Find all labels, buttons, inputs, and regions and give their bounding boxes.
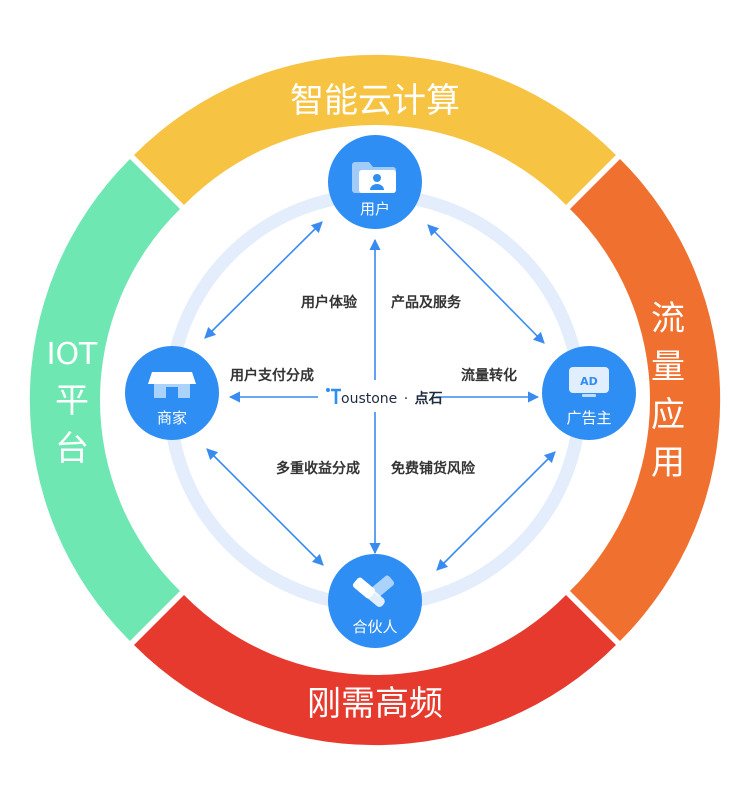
node-partner[interactable]: 合伙人 bbox=[328, 554, 422, 648]
user-folder-icon bbox=[352, 162, 396, 193]
ring-segment-right bbox=[570, 159, 721, 641]
node-partner-label: 合伙人 bbox=[352, 618, 397, 636]
ring-label-left-3: 台 bbox=[55, 429, 89, 469]
node-user[interactable]: 用户 bbox=[328, 135, 422, 229]
arrow-top-right bbox=[427, 224, 545, 344]
ring-label-right-3: 应 bbox=[651, 395, 685, 435]
node-user-label: 用户 bbox=[360, 200, 390, 218]
ring-segment-left bbox=[29, 159, 180, 641]
svg-text:AD: AD bbox=[580, 375, 598, 388]
node-advertiser-label: 广告主 bbox=[566, 409, 611, 427]
ring-label-left-2: 平 bbox=[55, 381, 89, 421]
ring-label-left-1: IOT bbox=[47, 337, 98, 372]
node-advertiser[interactable]: AD 广告主 bbox=[542, 346, 636, 440]
arrow-bottom-left bbox=[206, 448, 324, 566]
logo-name: 点石 bbox=[415, 390, 443, 407]
flow-label-bottom-right: 免费铺货风险 bbox=[391, 460, 476, 477]
logo-dot-icon bbox=[326, 388, 330, 392]
node-merchant[interactable]: 商家 bbox=[125, 346, 219, 440]
ad-screen-icon: AD bbox=[569, 367, 609, 397]
flow-label-bottom-left: 多重收益分成 bbox=[276, 460, 360, 477]
flow-label-left: 用户支付分成 bbox=[230, 367, 314, 384]
ring-segment-bottom bbox=[134, 595, 616, 746]
logo-separator: · bbox=[404, 391, 408, 407]
arrow-top-left bbox=[204, 221, 323, 339]
ring-label-bottom: 刚需高频 bbox=[307, 684, 443, 724]
logo-t-icon bbox=[331, 388, 341, 404]
center-logo: oustone · 点石 bbox=[318, 384, 443, 410]
ring-label-right-2: 量 bbox=[651, 347, 685, 387]
flow-label-right: 流量转化 bbox=[461, 367, 517, 384]
logo-brand: oustone bbox=[341, 391, 397, 407]
ring-label-right-4: 用 bbox=[651, 443, 685, 483]
flow-arrows bbox=[204, 221, 556, 571]
arrow-bottom-right bbox=[436, 451, 556, 571]
svg-text:oustone · 点石: oustone · 点石 bbox=[341, 390, 443, 407]
ring-segment-top bbox=[134, 54, 616, 206]
handshake-icon bbox=[352, 575, 395, 607]
ring-label-top: 智能云计算 bbox=[290, 81, 460, 121]
ring-label-right-1: 流 bbox=[651, 299, 685, 339]
flow-label-top-right: 产品及服务 bbox=[391, 294, 462, 311]
node-merchant-label: 商家 bbox=[157, 409, 187, 427]
shop-icon bbox=[148, 372, 196, 398]
flow-label-top-left: 用户体验 bbox=[301, 294, 358, 311]
